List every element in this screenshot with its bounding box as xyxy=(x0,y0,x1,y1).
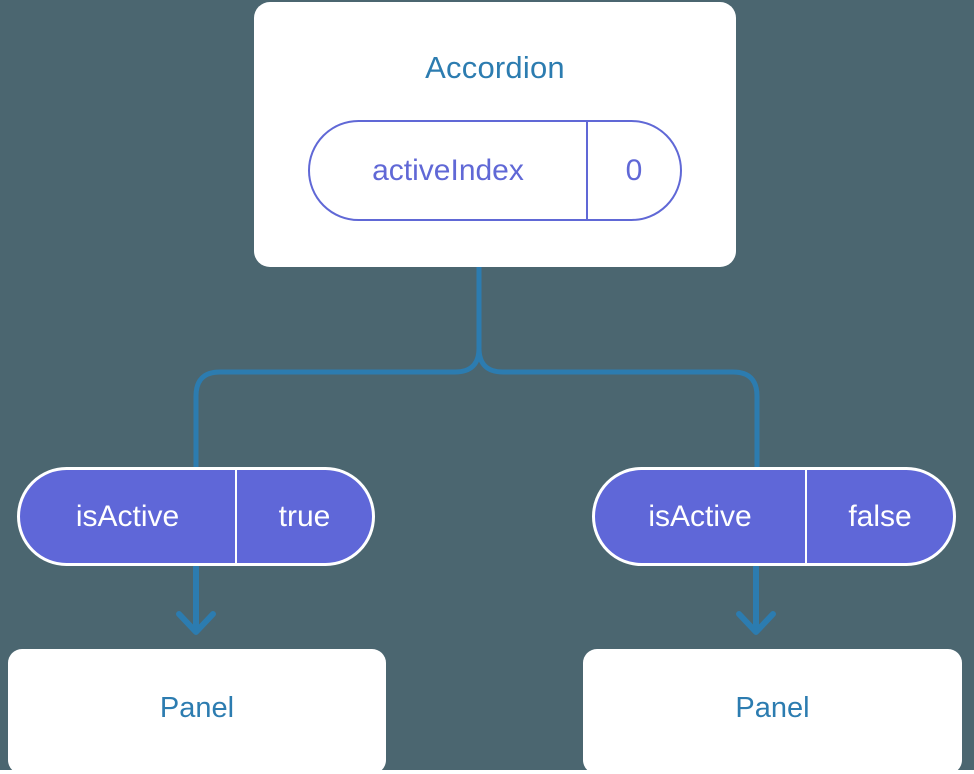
prop-chip-value: false xyxy=(848,499,912,533)
component-title-accordion: Accordion xyxy=(425,50,565,85)
prop-chip-active-index[interactable]: activeIndex 0 xyxy=(308,120,682,221)
component-node-accordion[interactable]: Accordion activeIndex 0 xyxy=(254,2,736,267)
arrow-right-head-icon xyxy=(736,611,776,635)
tree-fork-connector-left xyxy=(193,345,482,473)
prop-chip-key: isActive xyxy=(20,470,237,563)
component-title-panel: Panel xyxy=(159,692,235,724)
prop-chip-key: isActive xyxy=(595,470,807,563)
component-node-panel-right[interactable]: Panel xyxy=(583,649,962,774)
prop-chip-is-active-right[interactable]: isActive false xyxy=(592,467,956,566)
arrow-left-head-icon xyxy=(176,611,216,635)
prop-chip-key: activeIndex xyxy=(310,122,588,219)
prop-chip-value: true xyxy=(278,499,331,533)
prop-chip-is-active-left[interactable]: isActive true xyxy=(17,467,375,566)
prop-chip-value: 0 xyxy=(625,153,643,187)
component-node-panel-left[interactable]: Panel xyxy=(8,649,386,774)
component-title-panel: Panel xyxy=(735,692,810,724)
tree-fork-connector xyxy=(476,261,760,473)
